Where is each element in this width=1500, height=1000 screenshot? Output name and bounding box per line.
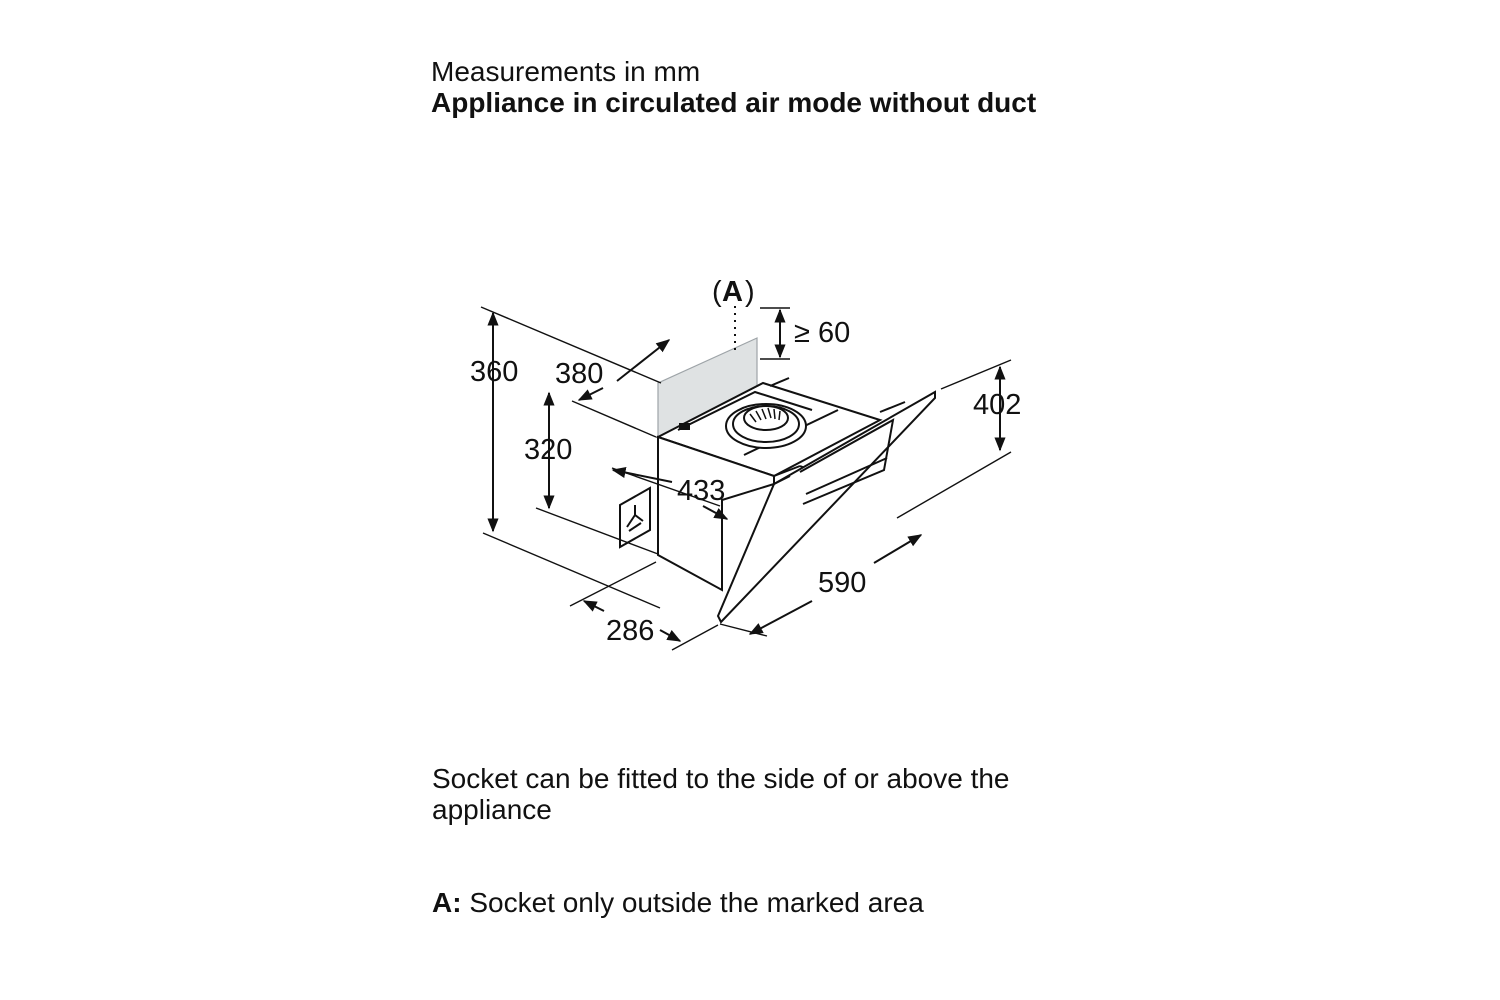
dim-body-width-label: 433 <box>677 475 725 507</box>
label-a-close: ) <box>745 276 755 308</box>
dim-line-433-b <box>702 505 729 520</box>
dim-bottom-depth-label: 286 <box>606 615 654 647</box>
legend: A: Socket only outside the marked area <box>432 887 1092 918</box>
dim-body-height-label: 320 <box>524 434 572 466</box>
header: Measurements in mm Appliance in circulat… <box>431 56 1071 118</box>
dim-front-width-label: 590 <box>818 567 866 599</box>
socket-note: Socket can be fitted to the side of or a… <box>432 763 1010 825</box>
dim-clearance-label: ≥ 60 <box>794 317 850 349</box>
socket-icon <box>619 486 651 549</box>
dim-line-380-b <box>616 339 671 382</box>
cooker-hood-body <box>655 377 936 624</box>
dim-top-depth-label: 380 <box>555 358 603 390</box>
dim-line-590-b <box>873 534 923 564</box>
dim-front-height-label: 402 <box>973 389 1021 421</box>
label-a-open: ( <box>712 276 722 308</box>
legend-key: A: <box>432 887 462 918</box>
label-a: A <box>722 276 743 308</box>
dim-line-590-a <box>748 600 813 635</box>
dim-line-433-a <box>611 467 673 483</box>
units-subtitle: Measurements in mm <box>431 56 701 87</box>
dimension-arrows <box>487 308 1006 642</box>
dim-line-286-b <box>659 629 682 642</box>
dim-total-height-label: 360 <box>470 356 518 388</box>
dim-line-286-a <box>582 600 605 612</box>
diagram-title: Appliance in circulated air mode without… <box>431 87 1037 118</box>
legend-text: Socket only outside the marked area <box>469 887 924 918</box>
dim-line-380-a <box>577 387 604 401</box>
